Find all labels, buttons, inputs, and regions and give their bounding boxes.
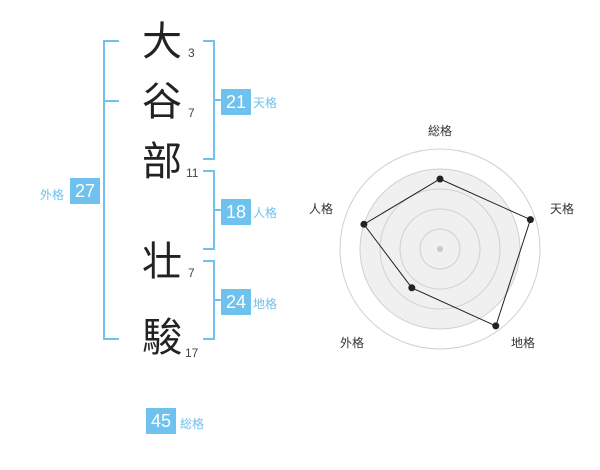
tenkaku-label: 天格 bbox=[253, 96, 278, 110]
jinkaku-label: 人格 bbox=[253, 206, 278, 220]
gaikaku-bracket bbox=[103, 40, 119, 340]
name-char-4: 壮 bbox=[142, 239, 182, 285]
name-char-1: 大 bbox=[142, 19, 182, 65]
jinkaku-bracket bbox=[203, 170, 215, 250]
radar-axis-label-chikaku: 地格 bbox=[511, 336, 536, 350]
jinkaku-badge: 18 bbox=[221, 199, 251, 225]
radar-point-3 bbox=[492, 322, 500, 330]
radar-axis-label-soukaku: 総格 bbox=[428, 124, 453, 138]
gaikaku-tick bbox=[103, 100, 119, 102]
stroke-count-1: 3 bbox=[188, 46, 195, 60]
chikaku-tick bbox=[215, 299, 221, 301]
name-char-5: 駿 bbox=[142, 315, 182, 361]
jinkaku-tick bbox=[215, 209, 221, 211]
stroke-count-5: 17 bbox=[185, 346, 199, 360]
tenkaku-bracket bbox=[203, 40, 215, 160]
chikaku-badge: 24 bbox=[221, 289, 251, 315]
radar-point-4 bbox=[408, 284, 416, 292]
soukaku-badge: 45 bbox=[146, 408, 176, 434]
name-char-3: 部 bbox=[142, 139, 182, 185]
radar-point-1 bbox=[436, 175, 444, 183]
gaikaku-label: 外格 bbox=[40, 188, 65, 202]
stroke-count-2: 7 bbox=[188, 106, 195, 120]
gaikaku-badge: 27 bbox=[70, 178, 100, 204]
radar-axis-label-tenkaku: 天格 bbox=[550, 202, 575, 216]
soukaku-label: 総格 bbox=[180, 417, 205, 431]
radar-axis-label-jinkaku: 人格 bbox=[309, 202, 334, 216]
tenkaku-badge: 21 bbox=[221, 89, 251, 115]
radar-point-5 bbox=[360, 220, 368, 228]
radar-polygon bbox=[363, 178, 532, 327]
name-char-2: 谷 bbox=[142, 79, 182, 125]
tenkaku-tick bbox=[215, 99, 221, 101]
radar-point-2 bbox=[526, 216, 534, 224]
chikaku-label: 地格 bbox=[253, 297, 278, 311]
stroke-count-3: 11 bbox=[186, 166, 199, 180]
radar-center-dot bbox=[437, 246, 443, 252]
radar-points bbox=[360, 175, 534, 330]
chikaku-bracket bbox=[203, 260, 215, 340]
radar-axis-label-gaikaku: 外格 bbox=[340, 336, 365, 350]
stroke-count-4: 7 bbox=[188, 266, 195, 280]
